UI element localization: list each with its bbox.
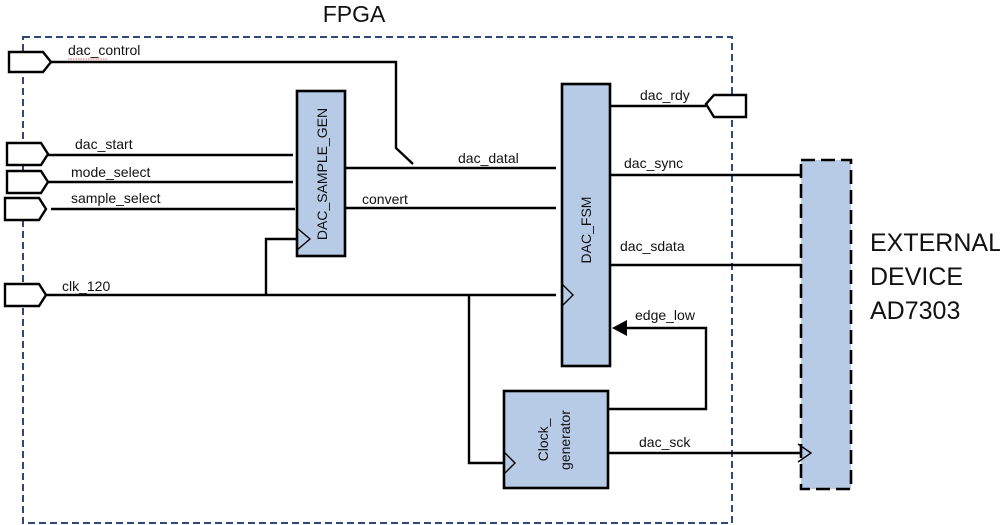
- label-mode-select: mode_select: [71, 164, 150, 180]
- port-dac-start: dac_start: [5, 136, 293, 167]
- label-dac-sck: dac_sck: [639, 434, 691, 450]
- port-dac-rdy: dac_rdy: [610, 87, 748, 119]
- label-dac-sdata: dac_sdata: [620, 238, 685, 254]
- label-sample-select: sample_select: [71, 190, 161, 206]
- block-external-device: EXTERNAL DEVICE AD7303: [797, 158, 1000, 491]
- block-dac-fsm: DAC_FSM: [560, 82, 612, 368]
- arrowhead-icon: [612, 320, 627, 336]
- label-external-line3: AD7303: [870, 297, 960, 325]
- label-clock-gen-line2: generator: [557, 410, 573, 470]
- label-external-line2: DEVICE: [870, 263, 963, 291]
- label-dac-sample-gen: DAC_SAMPLE_GEN: [314, 108, 330, 240]
- label-convert: convert: [362, 191, 408, 207]
- label-dac-sync: dac_sync: [624, 155, 683, 171]
- port-sample-select: sample_select: [3, 190, 295, 222]
- signal-dac-sync: dac_sync: [610, 155, 801, 177]
- label-dac-rdy: dac_rdy: [640, 87, 690, 103]
- port-clk-120: clk_120: [3, 237, 556, 465]
- signal-edge-low: edge_low: [608, 307, 708, 411]
- label-clk-120: clk_120: [62, 278, 110, 294]
- label-edge-low: edge_low: [635, 307, 696, 323]
- signal-dac-sdata: dac_sdata: [610, 238, 801, 267]
- signal-dac-sck: dac_sck: [608, 434, 801, 455]
- label-clock-gen-line1: Clock_: [535, 418, 551, 461]
- fpga-boundary: [22, 36, 733, 524]
- block-clock-generator: Clock_ generator: [502, 389, 610, 490]
- port-mode-select: mode_select: [5, 164, 293, 195]
- block-dac-sample-gen: DAC_SAMPLE_GEN: [295, 89, 347, 258]
- label-dac-start: dac_start: [75, 136, 133, 152]
- label-dac-control: dac_control: [68, 42, 140, 58]
- label-dac-fsm: DAC_FSM: [578, 197, 594, 264]
- port-dac-control: dac_control: [7, 42, 414, 165]
- signal-convert: convert: [345, 191, 556, 210]
- fpga-title: FPGA: [323, 1, 386, 27]
- label-external-line1: EXTERNAL: [870, 229, 1000, 257]
- label-dac-datal: dac_datal: [458, 150, 519, 166]
- signal-dac-datal: dac_datal: [345, 150, 556, 170]
